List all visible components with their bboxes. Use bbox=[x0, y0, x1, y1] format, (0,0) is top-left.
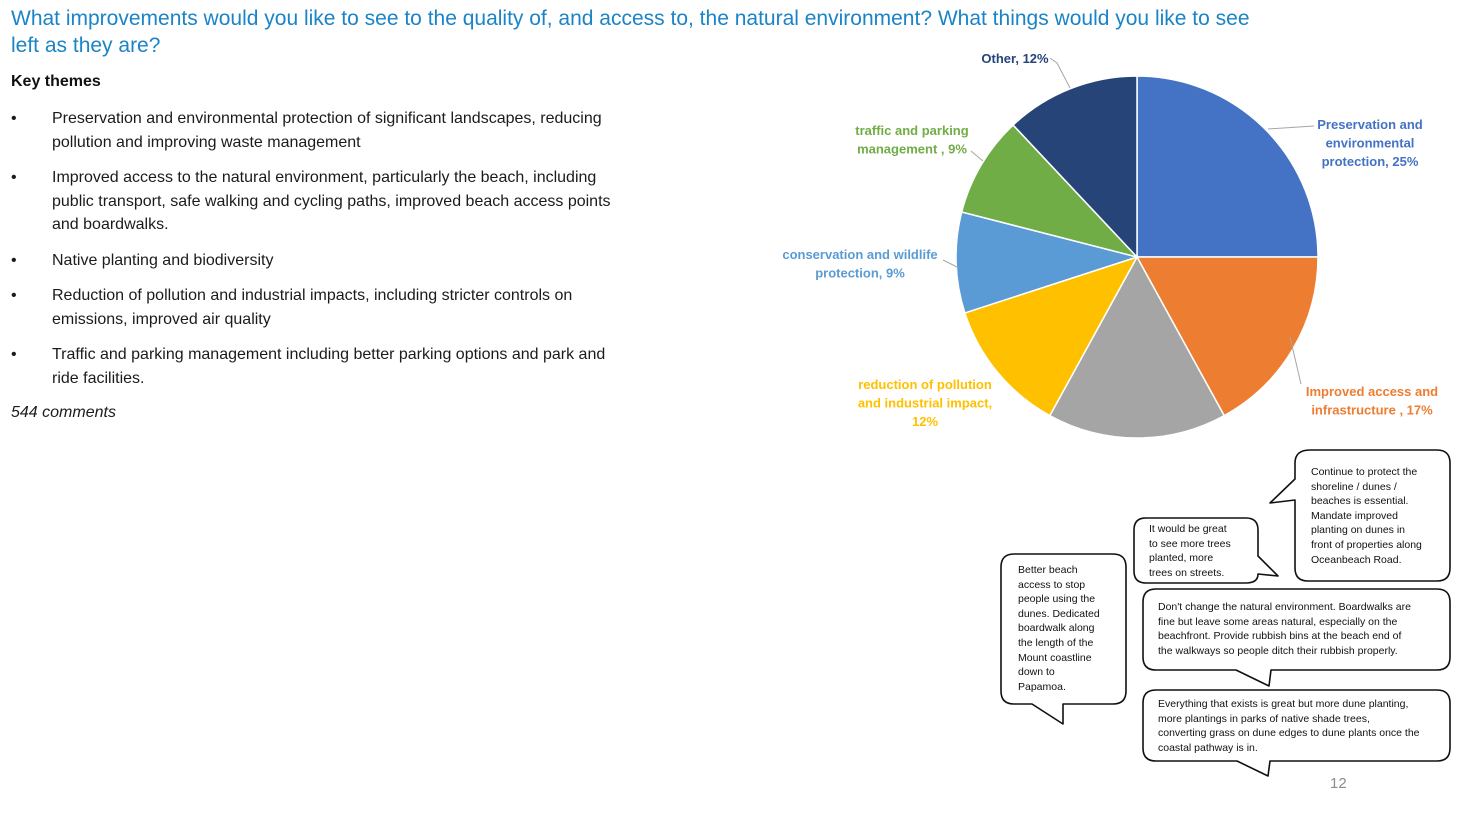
page-number: 12 bbox=[1330, 775, 1347, 792]
theme-list: • Preservation and environmental protecti… bbox=[11, 107, 621, 402]
pie-slice bbox=[955, 211, 1140, 314]
quote-text: Don't change the natural environment. Bo… bbox=[1158, 601, 1411, 657]
leader-line bbox=[1289, 336, 1302, 385]
theme-text: Native planting and biodiversity bbox=[52, 251, 274, 269]
key-themes-heading: Key themes bbox=[11, 73, 101, 90]
theme-item: • Native planting and biodiversity bbox=[11, 249, 621, 273]
pie-slice bbox=[960, 123, 1140, 259]
theme-text: Preservation and environmental protectio… bbox=[52, 110, 602, 151]
theme-item: • Reduction of pollution and industrial i… bbox=[11, 284, 621, 331]
bullet-icon: • bbox=[11, 169, 17, 186]
theme-text: Traffic and parking management including… bbox=[52, 346, 606, 387]
quote-text: Everything that exists is great but more… bbox=[1158, 698, 1420, 754]
slice-label: Other, 12% bbox=[981, 51, 1049, 66]
bullet-icon: • bbox=[11, 287, 17, 304]
bullet-icon: • bbox=[11, 251, 17, 269]
leader-line bbox=[1267, 125, 1315, 130]
bullet-icon: • bbox=[11, 346, 17, 363]
leader-line bbox=[1049, 57, 1071, 89]
theme-text: Improved access to the natural environme… bbox=[52, 169, 611, 233]
leader-line bbox=[970, 150, 984, 162]
pie-slice bbox=[963, 255, 1139, 417]
pie-slice bbox=[1136, 75, 1319, 258]
bullet-icon: • bbox=[11, 110, 17, 127]
theme-item: • Improved access to the natural environm… bbox=[11, 166, 621, 237]
pie-slice bbox=[1048, 255, 1226, 439]
theme-text: Reduction of pollution and industrial im… bbox=[52, 287, 573, 328]
theme-item: • Preservation and environmental protecti… bbox=[11, 107, 621, 154]
slide-title: What improvements would you like to see … bbox=[11, 7, 1250, 57]
theme-item: • Traffic and parking management includin… bbox=[11, 343, 621, 390]
comment-count: 544 comments bbox=[11, 404, 116, 421]
leader-line bbox=[942, 259, 958, 268]
pie-slice bbox=[1012, 75, 1138, 259]
